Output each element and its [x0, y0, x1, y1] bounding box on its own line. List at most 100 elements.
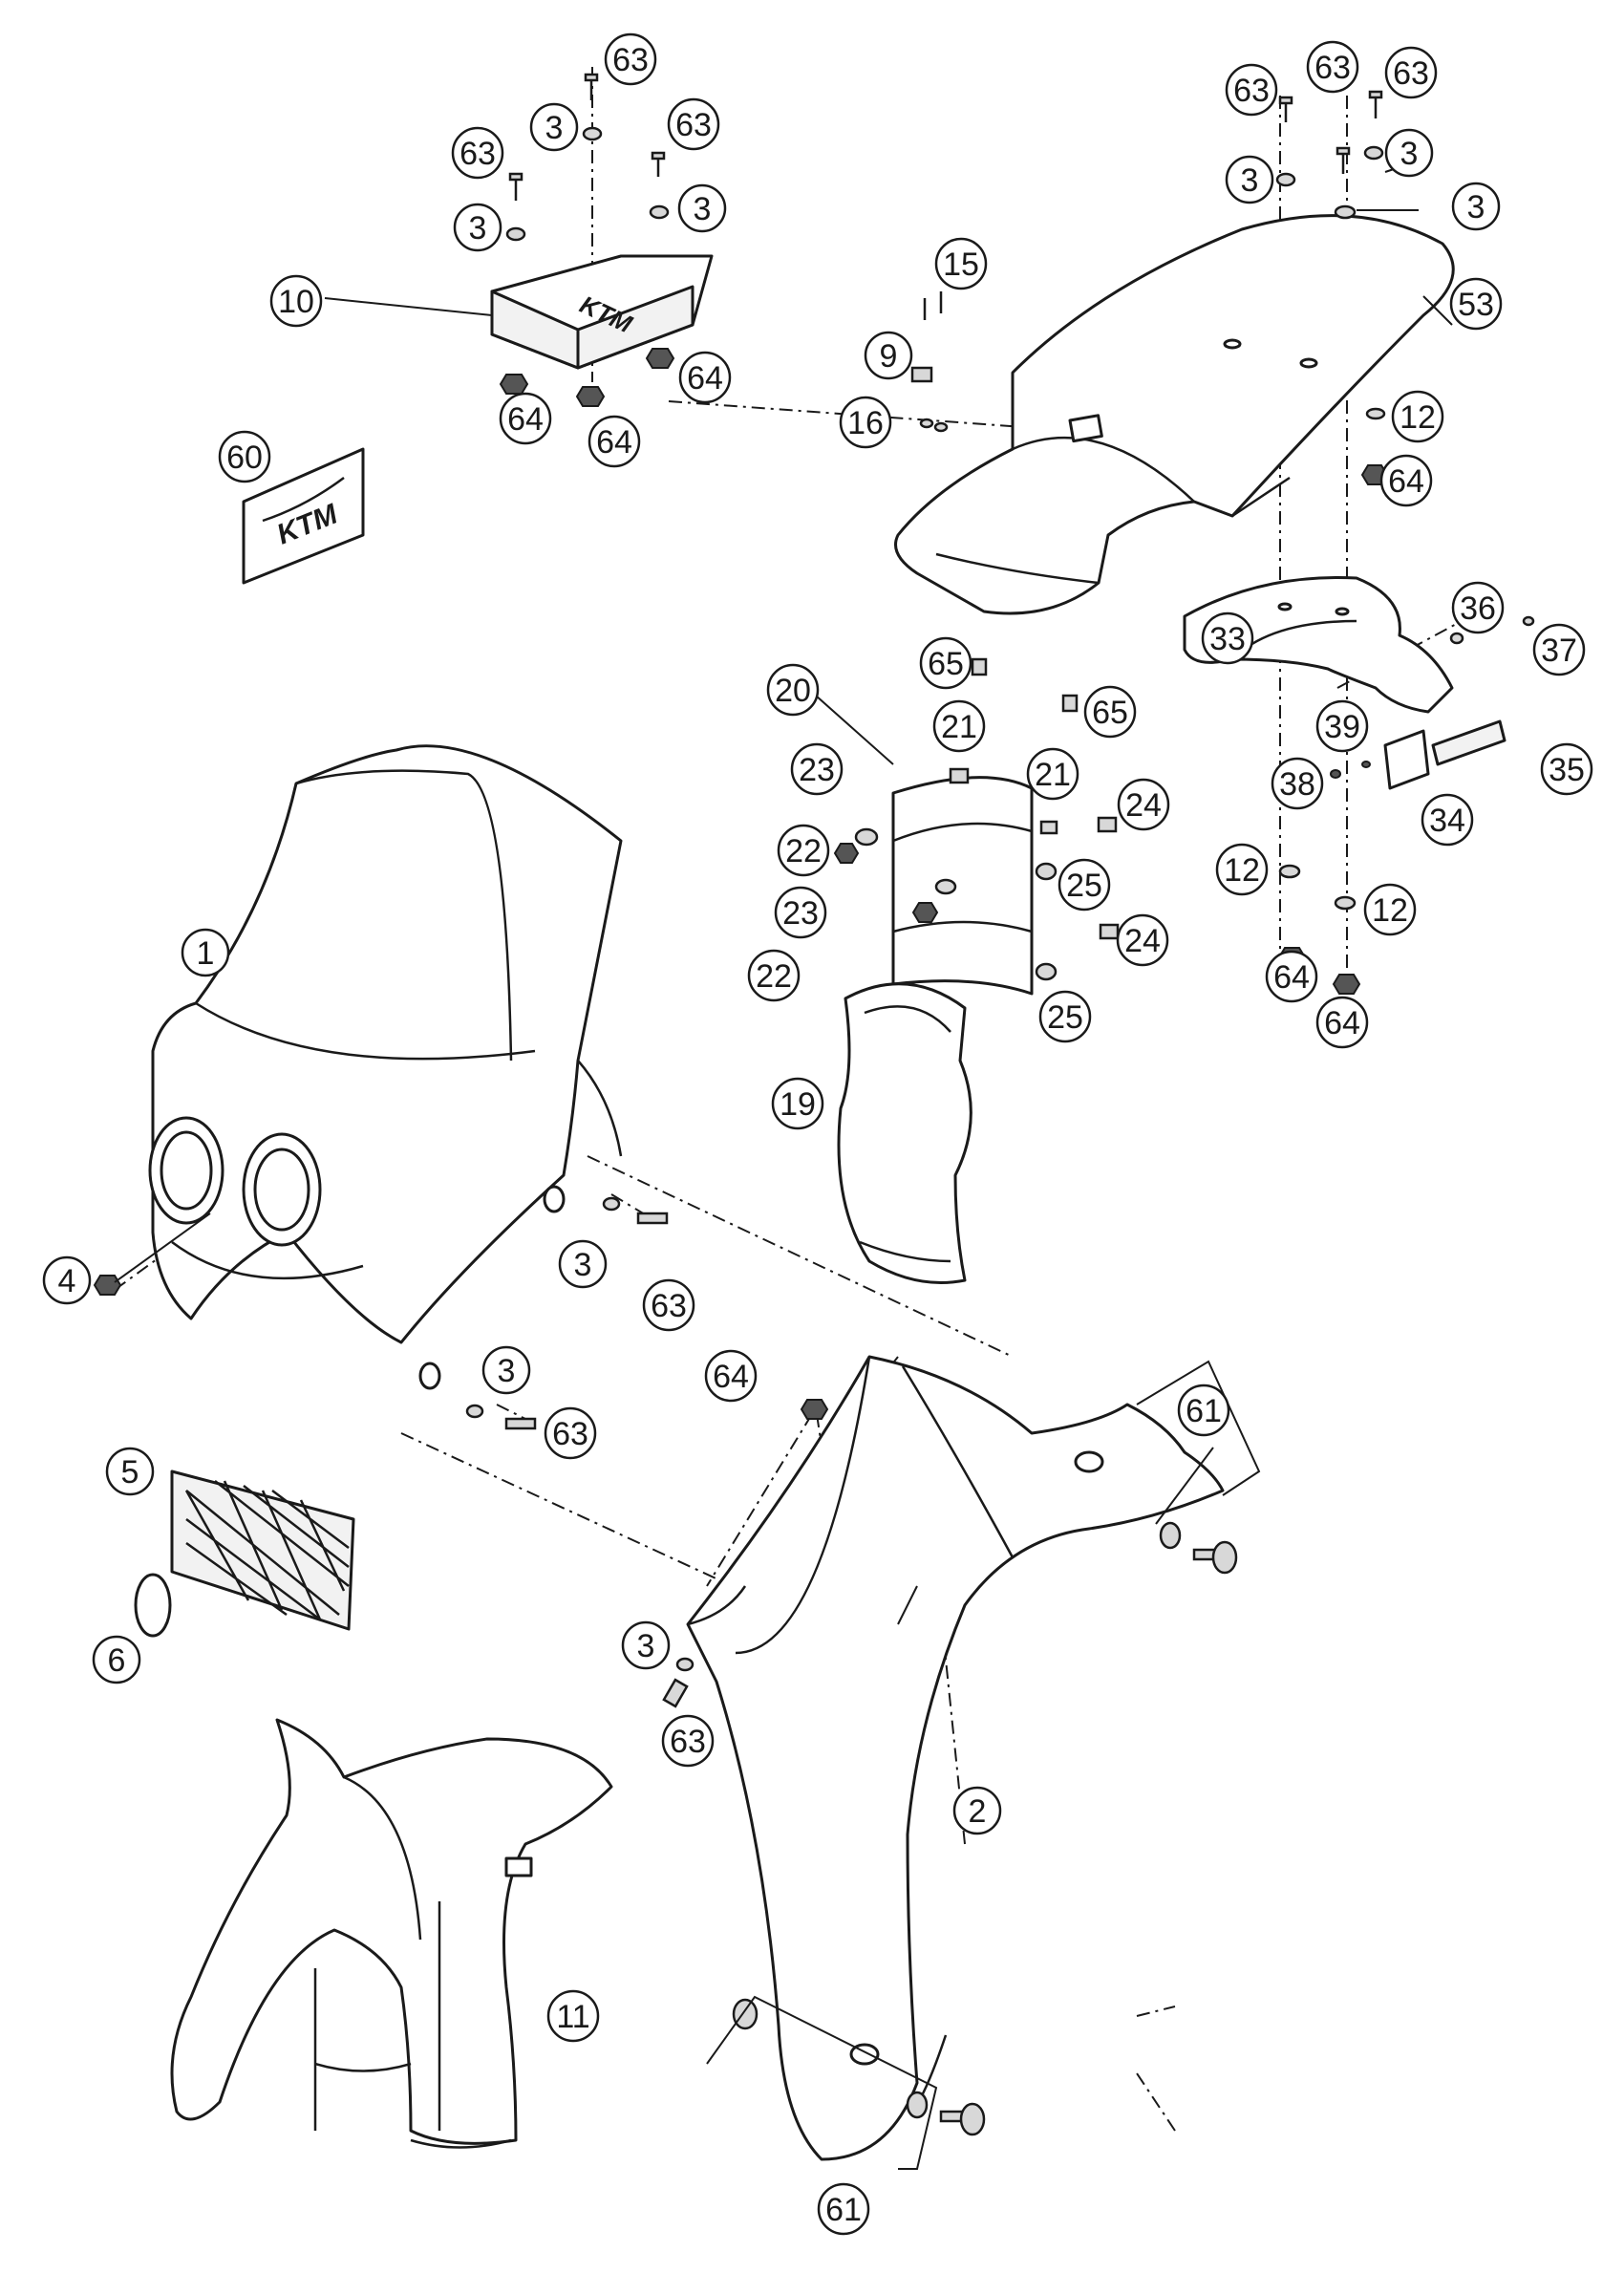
callout-circle: [777, 824, 830, 877]
callout-number: 12: [1372, 892, 1408, 929]
callout-number: 38: [1279, 766, 1315, 803]
callout-number: 11: [556, 1999, 589, 2035]
callout-number: 3: [574, 1247, 592, 1283]
callout-64: 64: [499, 392, 552, 445]
callout-9: 9: [864, 331, 913, 380]
callout-circle: [747, 949, 801, 1002]
callout-circle: [771, 1077, 824, 1130]
callout-60: 60: [218, 430, 271, 483]
callout-number: 3: [637, 1628, 655, 1664]
callout-circle: [817, 2182, 870, 2236]
callout-number: 25: [1066, 868, 1102, 904]
callout-63: 63: [642, 1278, 695, 1332]
callout-number: 3: [1467, 189, 1485, 225]
callout-circle: [181, 928, 230, 977]
screw-icon: [504, 1417, 537, 1430]
callout-3: 3: [1451, 182, 1501, 231]
callout-circle: [934, 237, 988, 290]
callout-64: 64: [704, 1349, 758, 1403]
callout-number: 3: [469, 210, 487, 247]
callout-number: 2: [969, 1793, 987, 1830]
callout-64: 64: [1265, 950, 1318, 1003]
callout-circle: [1540, 742, 1593, 796]
callout-25: 25: [1058, 858, 1111, 912]
part-10-number-plate-box: KTM: [490, 254, 714, 370]
callout-21: 21: [1026, 747, 1079, 801]
screw-icon: [1039, 820, 1058, 835]
callout-circle: [774, 886, 827, 939]
callout-circle: [1083, 685, 1137, 739]
callout-number: 63: [1314, 50, 1351, 86]
callout-number: 23: [799, 752, 835, 788]
callout-number: 64: [1388, 463, 1424, 500]
callout-22: 22: [777, 824, 830, 877]
callout-number: 64: [507, 401, 544, 438]
callout-circle: [1451, 581, 1505, 634]
nut-icon: [1522, 615, 1535, 627]
nut-icon: [833, 843, 860, 864]
callout-number: 35: [1549, 752, 1585, 788]
nut-icon: [499, 374, 529, 395]
callout-64: 64: [678, 351, 732, 404]
callout-3: 3: [481, 1345, 531, 1395]
callout-circle: [1026, 747, 1079, 801]
callout-34: 34: [1421, 793, 1474, 847]
callout-4: 4: [42, 1255, 92, 1305]
callout-number: 63: [612, 42, 649, 78]
leader-lines: [114, 166, 1453, 2170]
callout-number: 21: [1035, 757, 1071, 793]
part-2-side-cover: [686, 1355, 1225, 2161]
callout-circle: [1363, 883, 1417, 936]
callout-number: 22: [756, 958, 792, 995]
callout-circle: [642, 1278, 695, 1332]
callout-circle: [1421, 793, 1474, 847]
callout-24: 24: [1116, 913, 1169, 967]
callout-circle: [952, 1786, 1002, 1835]
callout-19: 19: [771, 1077, 824, 1130]
callout-number: 65: [1092, 695, 1128, 731]
screw-icon: [949, 767, 970, 784]
callout-number: 64: [596, 424, 632, 461]
rivet-icon: [919, 418, 934, 429]
callout-circle: [604, 32, 657, 86]
callout-number: 3: [545, 110, 564, 146]
callout-circle: [1306, 40, 1359, 94]
callout-number: 3: [694, 191, 712, 227]
washer-icon: [505, 226, 526, 242]
grommet-icon: [1211, 1540, 1238, 1575]
callout-3: 3: [558, 1239, 608, 1289]
callout-circle: [1058, 858, 1111, 912]
callout-circle: [1201, 611, 1254, 665]
washer-icon: [1275, 172, 1296, 187]
callout-6: 6: [92, 1635, 141, 1684]
callout-number: 63: [651, 1288, 687, 1324]
callout-number: 61: [1186, 1393, 1222, 1429]
callout-63: 63: [451, 126, 504, 180]
callout-circle: [1225, 155, 1274, 204]
callout-number: 5: [121, 1454, 139, 1491]
callout-1: 1: [181, 928, 230, 977]
callout-number: 24: [1124, 923, 1161, 959]
callout-number: 9: [880, 338, 898, 375]
callout-circle: [1177, 1384, 1230, 1437]
callout-22: 22: [747, 949, 801, 1002]
callout-5: 5: [105, 1447, 155, 1496]
callout-53: 53: [1449, 277, 1503, 331]
part-19-mudflap: [837, 982, 972, 1284]
callout-circle: [588, 415, 641, 468]
screw-icon: [1278, 96, 1293, 105]
callout-23: 23: [774, 886, 827, 939]
callout-number: 3: [1400, 136, 1419, 172]
nut-icon: [1332, 974, 1361, 995]
callout-12: 12: [1215, 843, 1269, 896]
callout-number: 25: [1047, 999, 1083, 1036]
callout-number: 63: [670, 1724, 706, 1760]
callout-circle: [269, 274, 323, 328]
callout-circle: [864, 331, 913, 380]
washer-icon: [649, 204, 670, 220]
callout-63: 63: [661, 1714, 715, 1768]
callout-15: 15: [934, 237, 988, 290]
screw-icon: [1330, 769, 1341, 779]
callout-circle: [932, 699, 986, 753]
